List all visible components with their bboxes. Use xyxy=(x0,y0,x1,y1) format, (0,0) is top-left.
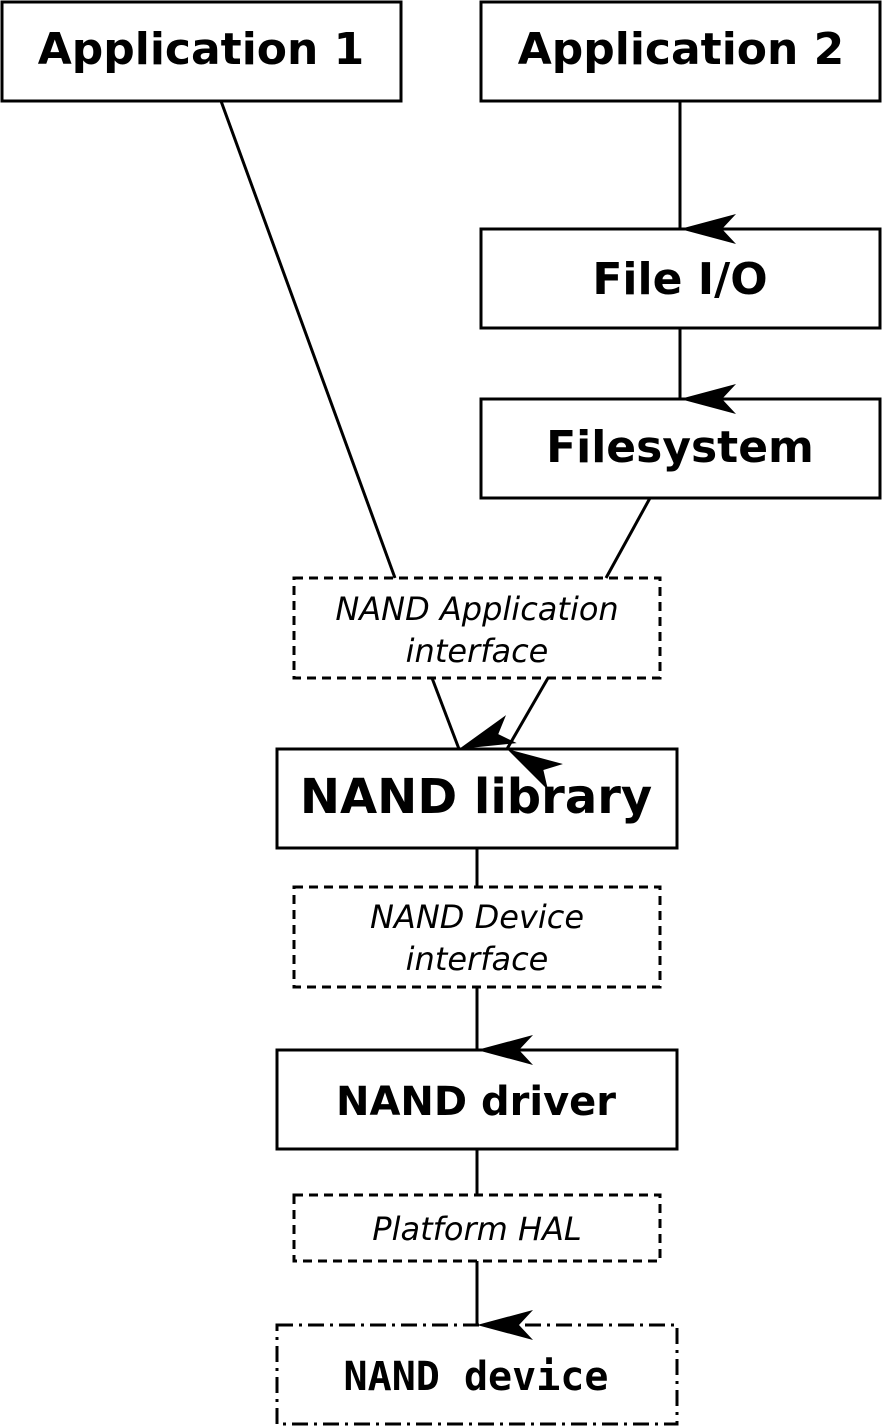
nand-device-interface-label-line1: NAND Device xyxy=(370,898,584,936)
filesystem-box xyxy=(479,397,882,500)
arrow-app-interface-to-library-left xyxy=(430,677,517,750)
connector-app1-to-app-interface xyxy=(219,100,397,579)
filesystem-label: Filesystem xyxy=(546,422,814,473)
application-2-box xyxy=(479,0,882,103)
nand-driver-label: NAND driver xyxy=(336,1079,616,1125)
application-2-label: Application 2 xyxy=(518,24,845,75)
application-1-label: Application 1 xyxy=(38,24,365,75)
arrow-app-interface-to-library-right xyxy=(505,677,563,790)
nand-application-interface-box xyxy=(292,576,662,680)
nand-application-interface-label-line1: NAND Application xyxy=(335,590,618,628)
platform-hal-box xyxy=(292,1193,662,1263)
connector-filesystem-to-app-interface xyxy=(604,497,652,579)
nand-application-interface-label-line2: interface xyxy=(406,632,549,670)
platform-hal-label: Platform HAL xyxy=(372,1210,581,1248)
nand-driver-box xyxy=(275,1048,679,1151)
file-io-label: File I/O xyxy=(592,254,767,305)
nand-device-label: NAND device xyxy=(344,1354,609,1400)
nand-device-interface-label-line2: interface xyxy=(406,940,549,978)
application-1-box xyxy=(0,0,403,103)
nand-library-box xyxy=(275,747,679,850)
nand-library-label: NAND library xyxy=(300,769,652,825)
